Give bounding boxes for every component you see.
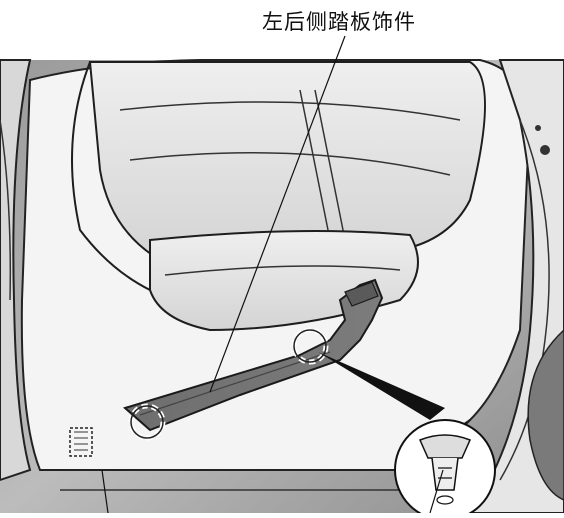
harness-connector bbox=[69, 427, 93, 457]
left-rear-door-sill-trim bbox=[122, 278, 384, 432]
callout-label: 左后侧踏板饰件 bbox=[262, 10, 416, 34]
clip-marker-left bbox=[128, 403, 166, 441]
clip-marker-right bbox=[291, 327, 329, 365]
retaining-clip-detail bbox=[394, 419, 496, 518]
rear-seat bbox=[71, 61, 486, 332]
detail-pointer bbox=[318, 352, 445, 420]
callout-leader bbox=[101, 35, 444, 514]
